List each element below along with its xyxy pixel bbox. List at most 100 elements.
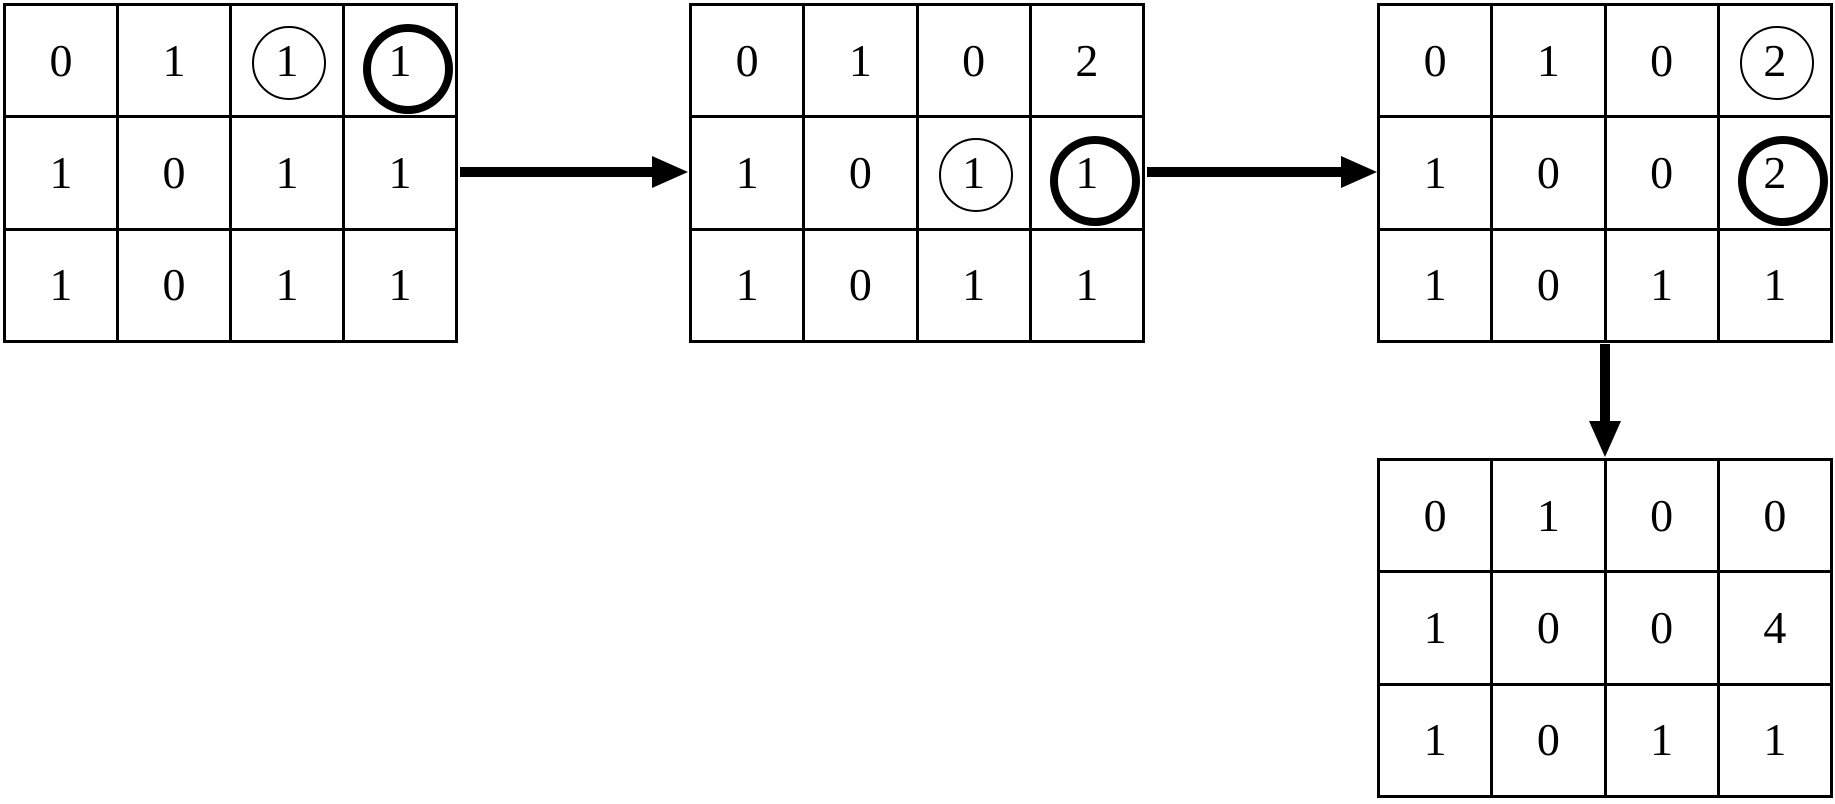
matrix-cell-value: 0 — [1650, 146, 1674, 198]
arrow-shaft — [460, 167, 654, 177]
matrix-cell-value: 1 — [1763, 259, 1787, 311]
matrix-cell: 0 — [1606, 6, 1720, 119]
matrix-cell: 1 — [1380, 230, 1494, 343]
matrix-cell: 1 — [1380, 118, 1494, 231]
matrix-cell: 0 — [918, 6, 1032, 119]
matrix-cell: 1 — [1493, 6, 1607, 119]
matrix-cell-value: 1 — [275, 146, 299, 198]
matrix-cell-value: 0 — [1650, 34, 1674, 86]
matrix-cell-value: 0 — [1763, 489, 1787, 541]
matrix-cell-value: 1 — [1650, 714, 1674, 766]
arrow-head — [1341, 156, 1377, 188]
matrix-cell-value: 1 — [848, 34, 872, 86]
matrix-cell: 1 — [1606, 685, 1720, 798]
matrix-cell-value: 0 — [1650, 601, 1674, 653]
matrix-cell: 0 — [805, 118, 919, 231]
matrix-cell: 1 — [918, 118, 1032, 231]
matrix-cell-value: 0 — [1536, 259, 1560, 311]
matrix-cell: 1 — [6, 118, 119, 231]
arrow-shaft — [1147, 167, 1343, 177]
matrix-cell-value: 0 — [735, 34, 759, 86]
matrix-cell: 1 — [1031, 118, 1145, 231]
matrix-cell: 2 — [1031, 6, 1145, 119]
matrix-cell-value: 1 — [388, 34, 412, 86]
matrix-cell: 0 — [1380, 461, 1494, 574]
matrix-cell-value: 1 — [1650, 259, 1674, 311]
matrix-cell: 0 — [1380, 6, 1494, 119]
matrix-cell: 0 — [1493, 118, 1607, 231]
matrix-cell-value: 4 — [1763, 601, 1787, 653]
matrix-cell-value: 1 — [275, 259, 299, 311]
matrix-cell: 1 — [232, 118, 345, 231]
matrix-cell-value: 0 — [1650, 489, 1674, 541]
matrix-cell: 1 — [345, 6, 458, 119]
matrix-cell-value: 0 — [1536, 714, 1560, 766]
matrix-cell-value: 0 — [1423, 34, 1447, 86]
matrix-cell: 1 — [1606, 230, 1720, 343]
matrix-cell: 1 — [692, 230, 806, 343]
matrix-cell-value: 0 — [962, 34, 986, 86]
matrix-cell-value: 1 — [1075, 146, 1099, 198]
arrow-head — [1589, 421, 1621, 457]
matrix-cell-value: 0 — [1423, 489, 1447, 541]
matrix-cell: 1 — [232, 230, 345, 343]
matrix-cell: 0 — [1719, 461, 1833, 574]
matrix-cell-value: 2 — [1763, 146, 1787, 198]
matrix-grid-3: 0 1 0 2 1 0 0 2 1 0 1 1 — [1377, 3, 1833, 343]
matrix-cell-value: 1 — [1536, 34, 1560, 86]
matrix-cell: 0 — [1606, 461, 1720, 574]
matrix-cell: 0 — [1493, 685, 1607, 798]
matrix-cell: 2 — [1719, 118, 1833, 231]
matrix-cell: 1 — [1719, 230, 1833, 343]
matrix-cell-value: 1 — [735, 146, 759, 198]
matrix-cell: 2 — [1719, 6, 1833, 119]
matrix-cell: 0 — [692, 6, 806, 119]
matrix-cell: 0 — [805, 230, 919, 343]
matrix-cell: 0 — [1493, 230, 1607, 343]
matrix-cell-value: 1 — [162, 34, 186, 86]
matrix-cell-value: 2 — [1075, 34, 1099, 86]
matrix-cell: 1 — [345, 118, 458, 231]
matrix-cell: 1 — [1380, 573, 1494, 686]
matrix-cell-value: 0 — [49, 34, 73, 86]
arrow-head — [652, 156, 688, 188]
matrix-cell: 4 — [1719, 573, 1833, 686]
matrix-cell-value: 1 — [1536, 489, 1560, 541]
matrix-cell-value: 1 — [1423, 601, 1447, 653]
matrix-cell-value: 1 — [1763, 714, 1787, 766]
matrix-cell: 0 — [119, 118, 232, 231]
matrix-cell-value: 0 — [1536, 146, 1560, 198]
matrix-cell: 0 — [1493, 573, 1607, 686]
matrix-cell: 0 — [1606, 573, 1720, 686]
matrix-cell-value: 1 — [1423, 714, 1447, 766]
matrix-cell-value: 1 — [49, 259, 73, 311]
matrix-cell-value: 0 — [162, 259, 186, 311]
matrix-cell: 1 — [1493, 461, 1607, 574]
matrix-cell-value: 1 — [962, 259, 986, 311]
matrix-cell: 1 — [6, 230, 119, 343]
arrow-shaft — [1600, 344, 1610, 423]
matrix-cell: 0 — [1606, 118, 1720, 231]
matrix-cell-value: 1 — [735, 259, 759, 311]
matrix-cell-value: 1 — [1075, 259, 1099, 311]
matrix-cell-value: 1 — [388, 146, 412, 198]
matrix-cell-value: 1 — [275, 34, 299, 86]
matrix-cell: 1 — [232, 6, 345, 119]
matrix-cell: 1 — [1719, 685, 1833, 798]
matrix-cell-value: 1 — [1423, 259, 1447, 311]
matrix-cell: 1 — [1031, 230, 1145, 343]
matrix-cell-value: 0 — [162, 146, 186, 198]
matrix-cell-value: 1 — [1423, 146, 1447, 198]
matrix-cell: 0 — [119, 230, 232, 343]
matrix-cell-value: 0 — [848, 146, 872, 198]
matrix-cell-value: 0 — [1536, 601, 1560, 653]
matrix-cell: 1 — [1380, 685, 1494, 798]
matrix-cell-value: 1 — [962, 146, 986, 198]
matrix-cell: 1 — [345, 230, 458, 343]
matrix-grid-4: 0 1 0 0 1 0 0 4 1 0 1 1 — [1377, 458, 1833, 798]
matrix-cell-value: 1 — [49, 146, 73, 198]
matrix-cell-value: 2 — [1763, 34, 1787, 86]
